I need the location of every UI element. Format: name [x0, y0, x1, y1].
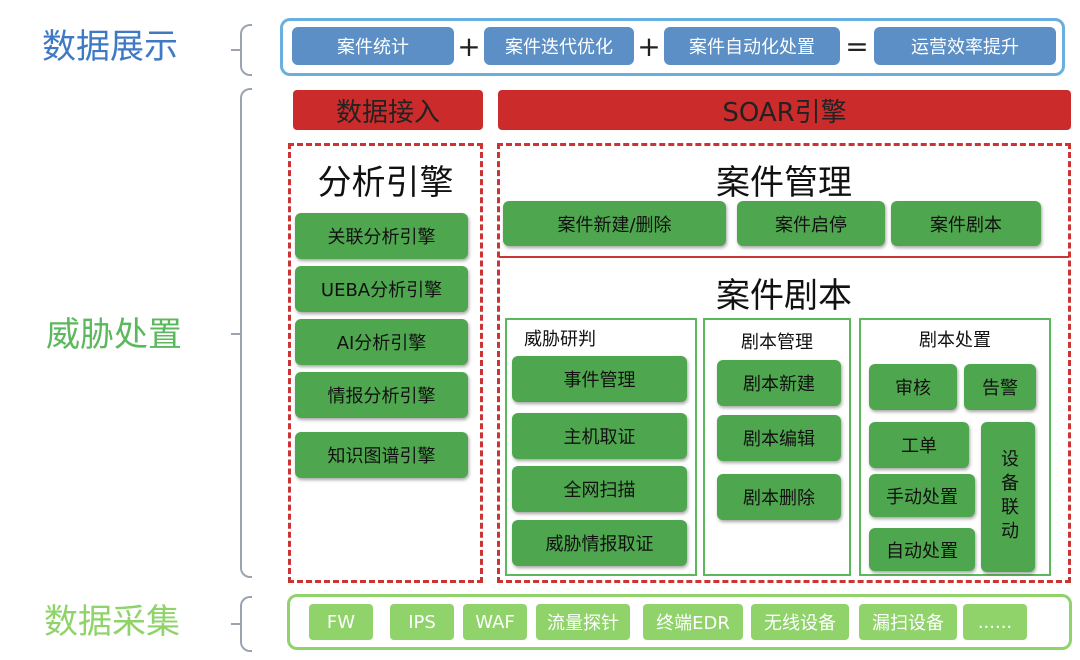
work-order: 工单	[869, 422, 969, 468]
script-edit: 剧本编辑	[717, 415, 841, 461]
case-create-delete: 案件新建/删除	[503, 201, 726, 246]
collect-wireless: 无线设备	[751, 604, 849, 640]
playbook-title: 案件剧本	[716, 276, 852, 316]
plus-operator: +	[637, 29, 661, 63]
collect-waf: WAF	[463, 604, 527, 640]
analysis-item-knowledge-graph: 知识图谱引擎	[295, 432, 468, 478]
host-forensics: 主机取证	[512, 413, 687, 459]
display-item-case-automation: 案件自动化处置	[664, 27, 840, 65]
collect-vuln-scan: 漏扫设备	[859, 604, 957, 640]
brace-tip-collect	[231, 623, 241, 625]
script-create: 剧本新建	[717, 360, 841, 406]
alert: 告警	[964, 364, 1036, 410]
network-scan: 全网扫描	[512, 466, 687, 512]
equals-operator: =	[845, 29, 869, 63]
collect-edr: 终端EDR	[643, 604, 743, 640]
brace-threat	[240, 88, 252, 578]
collect-traffic-probe: 流量探针	[536, 604, 630, 640]
section-label-threat: 威胁处置	[46, 315, 182, 355]
script-delete: 剧本删除	[717, 474, 841, 520]
analysis-item-ueba: UEBA分析引擎	[295, 266, 468, 312]
analysis-item-intel: 情报分析引擎	[295, 372, 468, 418]
divider	[499, 256, 1069, 258]
review: 审核	[869, 364, 957, 410]
collect-more: ......	[963, 604, 1027, 640]
analysis-item-ai: AI分析引擎	[295, 319, 468, 365]
threat-judge-title: 威胁研判	[524, 329, 596, 350]
threat-intel-forensics: 威胁情报取证	[512, 520, 687, 566]
collect-fw: FW	[309, 604, 373, 640]
script-handle-title: 剧本处置	[919, 330, 991, 351]
device-linkage: 设备联动	[981, 422, 1035, 572]
display-item-case-stats: 案件统计	[292, 27, 454, 65]
brace-tip-threat	[231, 333, 241, 335]
brace-collect	[240, 596, 252, 652]
case-playbook: 案件剧本	[891, 201, 1041, 246]
plus-operator: +	[457, 29, 481, 63]
analysis-engine-panel	[288, 143, 483, 583]
case-start-stop: 案件启停	[737, 201, 885, 246]
collect-ips: IPS	[390, 604, 454, 640]
event-mgmt: 事件管理	[512, 356, 687, 402]
analysis-engine-title: 分析引擎	[317, 163, 454, 203]
display-item-efficiency: 运营效率提升	[874, 27, 1056, 65]
soar-engine-header: SOAR引擎	[498, 90, 1071, 130]
manual-handle: 手动处置	[869, 474, 975, 517]
soar-panel	[497, 143, 1071, 583]
brace-display	[240, 24, 252, 76]
analysis-item-correlation: 关联分析引擎	[295, 213, 468, 259]
case-mgmt-title: 案件管理	[716, 163, 852, 203]
data-ingest-header: 数据接入	[293, 90, 483, 130]
section-label-collect: 数据采集	[44, 602, 180, 642]
display-item-case-iteration: 案件迭代优化	[484, 27, 634, 65]
script-mgmt-title: 剧本管理	[741, 332, 813, 353]
brace-tip-display	[231, 49, 241, 51]
auto-handle: 自动处置	[869, 528, 975, 571]
section-label-display: 数据展示	[42, 27, 178, 67]
